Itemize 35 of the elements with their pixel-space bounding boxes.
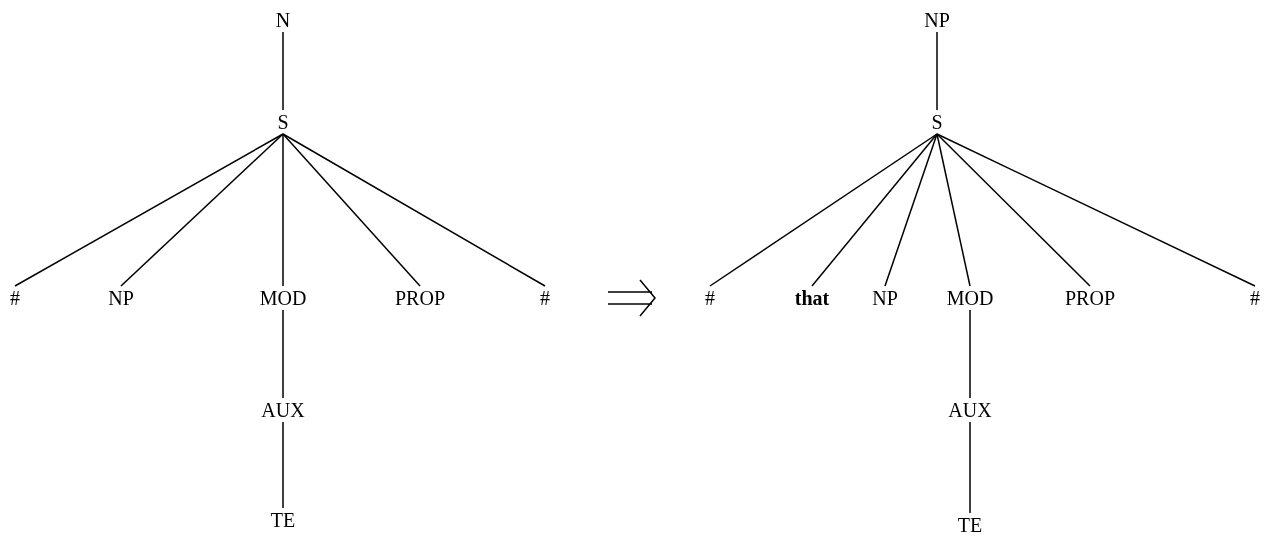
tree-branch xyxy=(282,309,284,399)
tree-branch xyxy=(282,421,284,509)
tree-node-label: MOD xyxy=(259,286,307,310)
tree-node-label: TE xyxy=(957,513,983,537)
tree-node-label: N xyxy=(275,8,291,32)
tree-node-label: MOD xyxy=(946,286,994,310)
tree-branch xyxy=(969,421,971,514)
tree-node-label: PROP xyxy=(395,286,445,310)
tree-node-label: PROP xyxy=(1065,286,1115,310)
tree-branch xyxy=(709,133,938,287)
tree-branch xyxy=(884,133,938,287)
tree-branch xyxy=(282,133,546,287)
tree-branch xyxy=(811,133,938,287)
tree-branch xyxy=(282,133,284,287)
tree-node-label: NP xyxy=(872,286,898,310)
tree-node-label: S xyxy=(931,110,943,134)
tree-node-label: AUX xyxy=(948,398,992,422)
tree-branch xyxy=(120,133,284,287)
tree-branch xyxy=(936,133,971,287)
tree-node-label: S xyxy=(277,110,289,134)
tree-node-label: TE xyxy=(270,508,296,532)
tree-branch xyxy=(969,309,971,399)
tree-node-label: that xyxy=(794,286,830,310)
tree-branch xyxy=(282,133,421,287)
tree-node-label: # xyxy=(705,286,715,310)
tree-branch xyxy=(936,133,1256,287)
tree-branch xyxy=(282,31,284,111)
tree-node-label: # xyxy=(540,286,550,310)
tree-node-label: # xyxy=(10,286,20,310)
tree-node-label: # xyxy=(1250,286,1260,310)
tree-branch xyxy=(936,31,938,111)
tree-node-label: NP xyxy=(924,8,950,32)
tree-node-label: NP xyxy=(108,286,134,310)
tree-node-label: AUX xyxy=(261,398,305,422)
tree-branch xyxy=(936,133,1091,287)
